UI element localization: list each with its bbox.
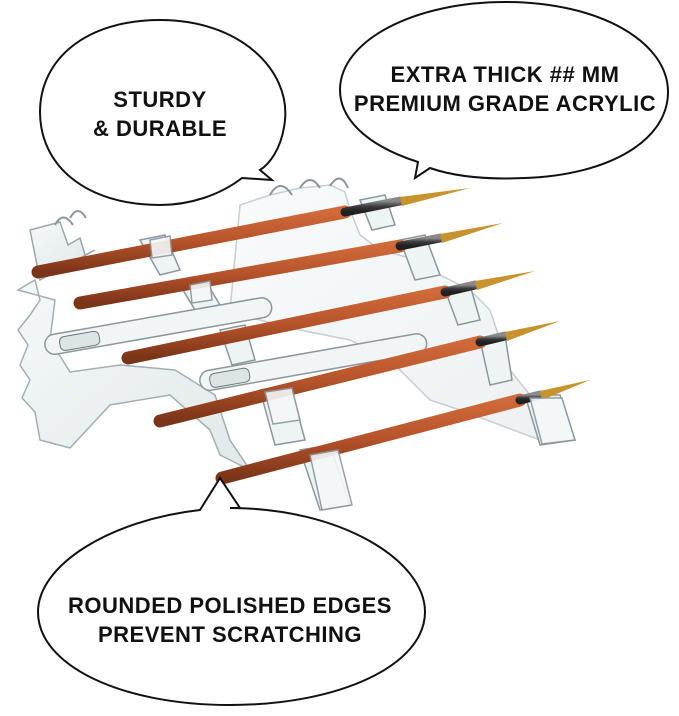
callout-sturdy-line1: STURDY bbox=[113, 87, 207, 112]
callout-text-sturdy: STURDY & DURABLE bbox=[60, 85, 260, 143]
callout-rounded-line2: PREVENT SCRATCHING bbox=[97, 622, 363, 647]
brush-2 bbox=[73, 223, 503, 310]
clear-pen-1 bbox=[44, 297, 273, 356]
callout-bubble-sturdy bbox=[38, 18, 287, 207]
callout-text-rounded: ROUNDED POLISHED EDGES PREVENT SCRATCHIN… bbox=[40, 591, 420, 649]
clear-pen-2 bbox=[199, 333, 428, 392]
callout-bubble-thick bbox=[338, 0, 670, 181]
brush-4 bbox=[153, 321, 560, 428]
callout-bubble-rounded bbox=[36, 476, 427, 707]
brush-3 bbox=[121, 271, 535, 365]
callout-text-thick: EXTRA THICK ## MM PREMIUM GRADE ACRYLIC bbox=[345, 60, 665, 118]
callout-sturdy-line2: & DURABLE bbox=[92, 116, 228, 141]
callout-thick-line2: PREMIUM GRADE ACRYLIC bbox=[353, 91, 657, 116]
stand-front-tabs bbox=[149, 235, 576, 511]
callout-rounded-line1: ROUNDED POLISHED EDGES bbox=[68, 593, 392, 618]
brush-1 bbox=[31, 188, 470, 279]
callout-thick-line1: EXTRA THICK ## MM bbox=[390, 62, 620, 87]
